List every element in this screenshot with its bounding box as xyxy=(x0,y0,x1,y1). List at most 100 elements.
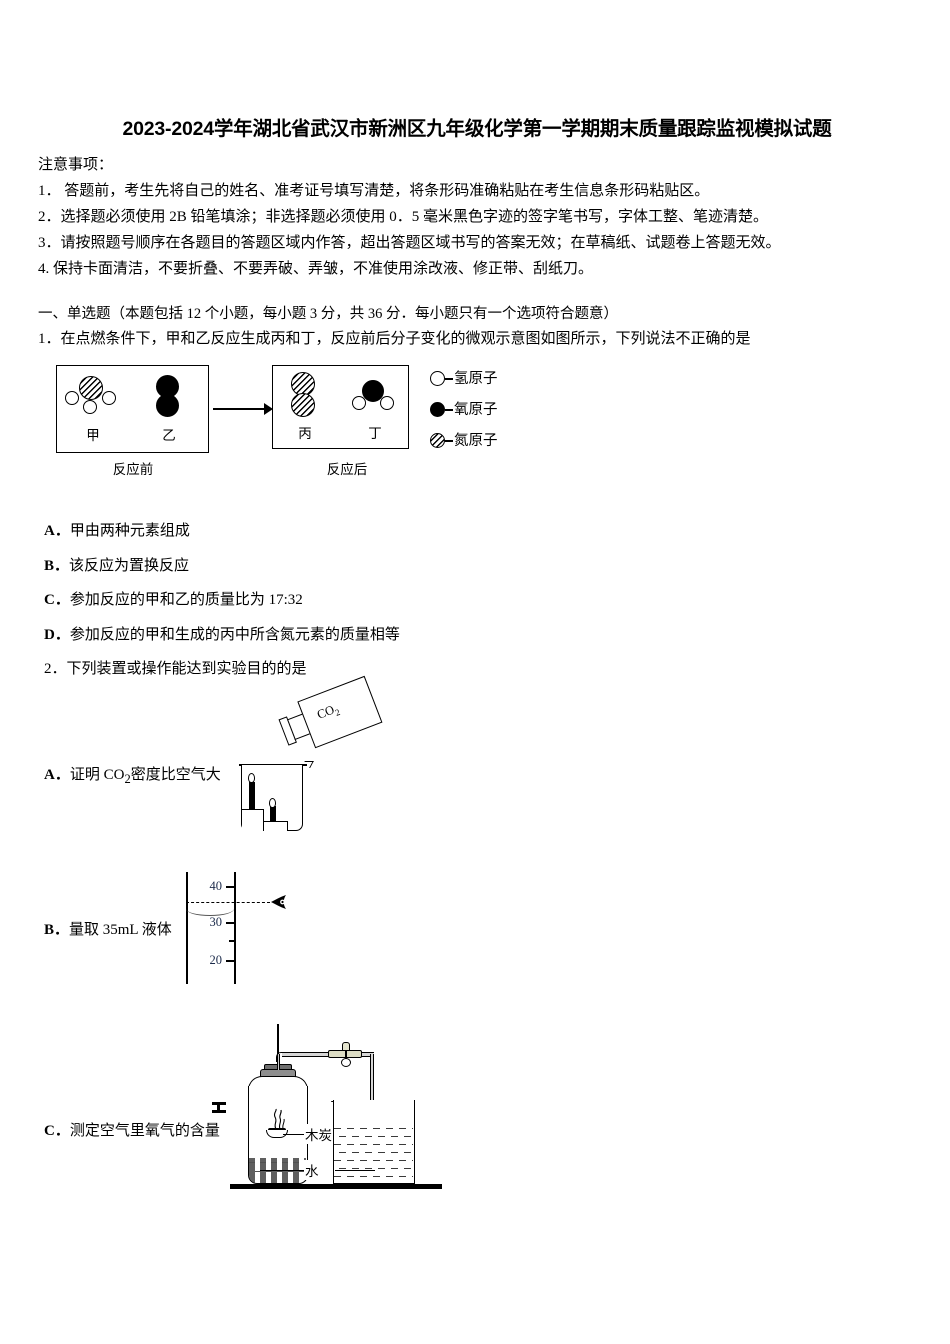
leader-line-water-beaker xyxy=(335,1170,375,1172)
stand-clamp-icon xyxy=(212,1100,228,1118)
nitrogen-atom-icon xyxy=(79,376,103,400)
hydrogen-atom-icon xyxy=(380,396,394,410)
question-1-number: 1． xyxy=(38,331,61,347)
bench-surface xyxy=(230,1184,442,1189)
option-a-subscript: 2 xyxy=(124,772,131,786)
option-c-text: 参加反应的甲和乙的质量比为 17:32 xyxy=(69,592,303,608)
cylinder-tick-label-40: 40 xyxy=(209,879,223,893)
gas-bottle: CO2 xyxy=(275,675,383,759)
sight-line xyxy=(186,902,270,903)
legend-dash xyxy=(445,378,453,380)
liquid-meniscus xyxy=(186,902,234,916)
option-c-text: 测定空气里氧气的含量 xyxy=(69,1123,220,1139)
question-2-option-c: C．测定空气里氧气的含量 xyxy=(44,1119,220,1140)
water-line xyxy=(339,1168,413,1170)
option-a-text: 甲由两种元素组成 xyxy=(69,523,190,539)
candle-step-lower xyxy=(242,809,264,831)
hydrogen-atom-icon xyxy=(352,396,366,410)
notice-item: 2．选择题必须使用 2B 铅笔填涂；非选择题必须使用 0．5 毫米黑色字迹的签字… xyxy=(38,209,769,225)
option-a-text-before: 证明 CO xyxy=(69,767,125,783)
question-1-option-d: D．参加反应的甲和生成的丙中所含氮元素的质量相等 xyxy=(44,623,400,644)
figure-oxygen-content-apparatus: 木炭 水 xyxy=(212,1024,445,1196)
notice-heading: 注意事项： xyxy=(38,157,114,173)
question-2-option-b: B．量取 35mL 液体 xyxy=(44,918,172,939)
water-line xyxy=(334,1128,413,1130)
hydrogen-atom-icon xyxy=(65,391,79,405)
option-c-label: C． xyxy=(44,1123,70,1139)
eye-icon xyxy=(270,894,287,910)
nitrogen-atom-icon xyxy=(291,372,315,396)
flame-icon xyxy=(248,773,255,783)
question-1-diagram: 甲 乙 丙 丁 反应前 反应后 xyxy=(50,362,570,482)
question-1-option-a: A．甲由两种元素组成 xyxy=(44,519,190,540)
caption-before-reaction: 反应前 xyxy=(112,462,154,477)
water-line xyxy=(249,1162,306,1164)
beaker-water xyxy=(334,1126,413,1183)
hatched-circle-icon xyxy=(430,433,445,448)
nitrogen-atom-icon xyxy=(291,393,315,417)
page-title: 2023-2024学年湖北省武汉市新洲区九年级化学第一学期期末质量跟踪监视模拟试… xyxy=(122,118,832,140)
reactant-label-jia: 甲 xyxy=(86,428,100,443)
label-charcoal: 木炭 xyxy=(304,1124,333,1144)
cylinder-tick-label-20: 20 xyxy=(209,953,223,967)
option-c-label: C． xyxy=(44,592,70,608)
question-2-text: 下列装置或操作能达到实验目的的是 xyxy=(66,661,307,677)
support-rod xyxy=(277,1024,279,1066)
candle-short xyxy=(270,806,276,822)
legend-row-hydrogen: 氢原子 xyxy=(430,366,555,397)
option-b-text: 量取 35mL 液体 xyxy=(69,922,172,938)
notice-block: 注意事项： 1． 答题前，考生先将自己的姓名、准考证号填写清楚，将条形码准确粘贴… xyxy=(38,152,918,282)
question-1-option-b: B．该反应为置换反应 xyxy=(44,554,189,575)
cylinder-tick-label-30: 30 xyxy=(209,915,223,929)
product-label-bing: 丙 xyxy=(298,426,312,441)
question-2-number: 2． xyxy=(44,661,67,677)
legend-row-nitrogen: 氮原子 xyxy=(430,428,555,459)
candle-tall xyxy=(249,782,255,809)
section-heading: 一、单选题（本题包括 12 个小题，每小题 3 分，共 36 分．每小题只有一个… xyxy=(38,306,618,322)
cylinder-tick xyxy=(226,960,235,962)
legend-label-oxygen: 氧原子 xyxy=(454,402,498,418)
legend-label-hydrogen: 氢原子 xyxy=(454,371,498,387)
option-a-text-after: 密度比空气大 xyxy=(130,767,221,783)
option-b-text: 该反应为置换反应 xyxy=(69,558,190,574)
leader-line-charcoal xyxy=(283,1134,305,1136)
products-box: 丙 丁 xyxy=(272,365,409,449)
clamp-stem xyxy=(345,1050,347,1060)
product-label-ding: 丁 xyxy=(368,426,382,441)
notice-item: 4. 保持卡面清洁，不要折叠、不要弄破、弄皱，不准使用涂改液、修正带、刮纸刀。 xyxy=(38,261,594,277)
question-1-stem: 1．在点燃条件下，甲和乙反应生成丙和丁，反应前后分子变化的微观示意图如图所示，下… xyxy=(38,327,751,348)
leader-line-water-jar xyxy=(260,1170,304,1172)
reactants-box: 甲 乙 xyxy=(56,365,209,453)
cylinder-tick-minor xyxy=(229,940,235,942)
figure-co2-density-apparatus: CO2 xyxy=(235,675,395,843)
cylinder-tick xyxy=(226,922,235,924)
question-1-text: 在点燃条件下，甲和乙反应生成丙和丁，反应前后分子变化的微观示意图如图所示，下列说… xyxy=(60,331,751,347)
question-1-option-c: C．参加反应的甲和乙的质量比为 17:32 xyxy=(44,588,303,609)
option-b-label: B． xyxy=(44,558,70,574)
atom-legend: 氢原子 氧原子 氮原子 xyxy=(430,366,555,459)
legend-dash xyxy=(445,440,453,442)
candle-step-upper xyxy=(264,821,288,831)
water-line xyxy=(334,1160,413,1162)
question-2-stem: 2．下列装置或操作能达到实验目的的是 xyxy=(44,657,307,678)
legend-row-oxygen: 氧原子 xyxy=(430,397,555,428)
water-line xyxy=(339,1152,413,1154)
flame-icon xyxy=(269,798,276,808)
water-line xyxy=(255,1171,306,1173)
cylinder-tick xyxy=(226,886,235,888)
water-line xyxy=(334,1144,413,1146)
caption-after-reaction: 反应后 xyxy=(326,462,368,477)
delivery-tube-elbow xyxy=(276,1052,286,1062)
option-b-label: B． xyxy=(44,922,70,938)
figure-graduated-cylinder: 40 30 20 xyxy=(180,872,300,992)
filled-circle-icon xyxy=(430,402,445,417)
water-line xyxy=(339,1136,413,1138)
label-water: 水 xyxy=(304,1160,320,1180)
option-a-label: A． xyxy=(44,767,70,783)
hollow-circle-icon xyxy=(430,371,445,386)
reaction-arrow-head xyxy=(264,403,273,415)
clamp-ring xyxy=(341,1058,351,1067)
oxygen-atom-icon xyxy=(156,394,179,417)
option-d-label: D． xyxy=(44,627,70,643)
